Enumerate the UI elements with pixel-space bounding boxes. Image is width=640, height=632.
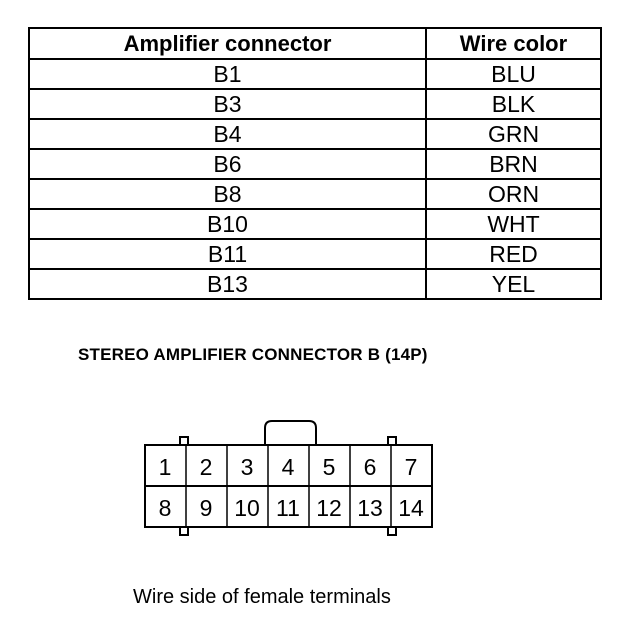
connector-cell: B8 (28, 178, 427, 210)
pin-label: 5 (323, 454, 336, 480)
connector-cell: B13 (28, 268, 427, 300)
connector-cell: B1 (28, 58, 427, 90)
table-row: B13 YEL (28, 268, 602, 300)
pin-label: 2 (200, 454, 213, 480)
pin-label: 10 (234, 495, 260, 521)
color-cell: ORN (425, 178, 602, 210)
table-row: B8 ORN (28, 178, 602, 210)
pin-label: 7 (405, 454, 418, 480)
pin-label: 9 (200, 495, 213, 521)
table-header-row: Amplifier connector Wire color (28, 27, 602, 60)
color-cell: YEL (425, 268, 602, 300)
diagram-caption: Wire side of female terminals (133, 586, 391, 608)
connector-cell: B3 (28, 88, 427, 120)
color-cell: BLU (425, 58, 602, 90)
table-row: B11 RED (28, 238, 602, 270)
connector-latch (264, 420, 317, 445)
pin-label: 14 (398, 495, 424, 521)
pin-label: 4 (282, 454, 295, 480)
color-cell: BRN (425, 148, 602, 180)
color-cell: RED (425, 238, 602, 270)
pin-label: 1 (159, 454, 172, 480)
pin-label: 6 (364, 454, 377, 480)
table-row: B10 WHT (28, 208, 602, 240)
pin-label: 11 (276, 495, 300, 521)
connector-cell: B6 (28, 148, 427, 180)
pin-label: 12 (316, 495, 342, 521)
header-amplifier-connector: Amplifier connector (28, 27, 427, 60)
color-cell: GRN (425, 118, 602, 150)
pin-label: 13 (357, 495, 383, 521)
table-row: B6 BRN (28, 148, 602, 180)
connector-title: STEREO AMPLIFIER CONNECTOR B (14P) (78, 345, 428, 364)
header-wire-color: Wire color (425, 27, 602, 60)
connector-cell: B11 (28, 238, 427, 270)
connector-cell: B4 (28, 118, 427, 150)
table-row: B3 BLK (28, 88, 602, 120)
color-cell: WHT (425, 208, 602, 240)
wire-color-table: Amplifier connector Wire color B1 BLU B3… (28, 27, 602, 300)
table-row: B4 GRN (28, 118, 602, 150)
pin-label: 3 (241, 454, 254, 480)
pin-label: 8 (159, 495, 172, 521)
color-cell: BLK (425, 88, 602, 120)
table-row: B1 BLU (28, 58, 602, 90)
connector-cell: B10 (28, 208, 427, 240)
